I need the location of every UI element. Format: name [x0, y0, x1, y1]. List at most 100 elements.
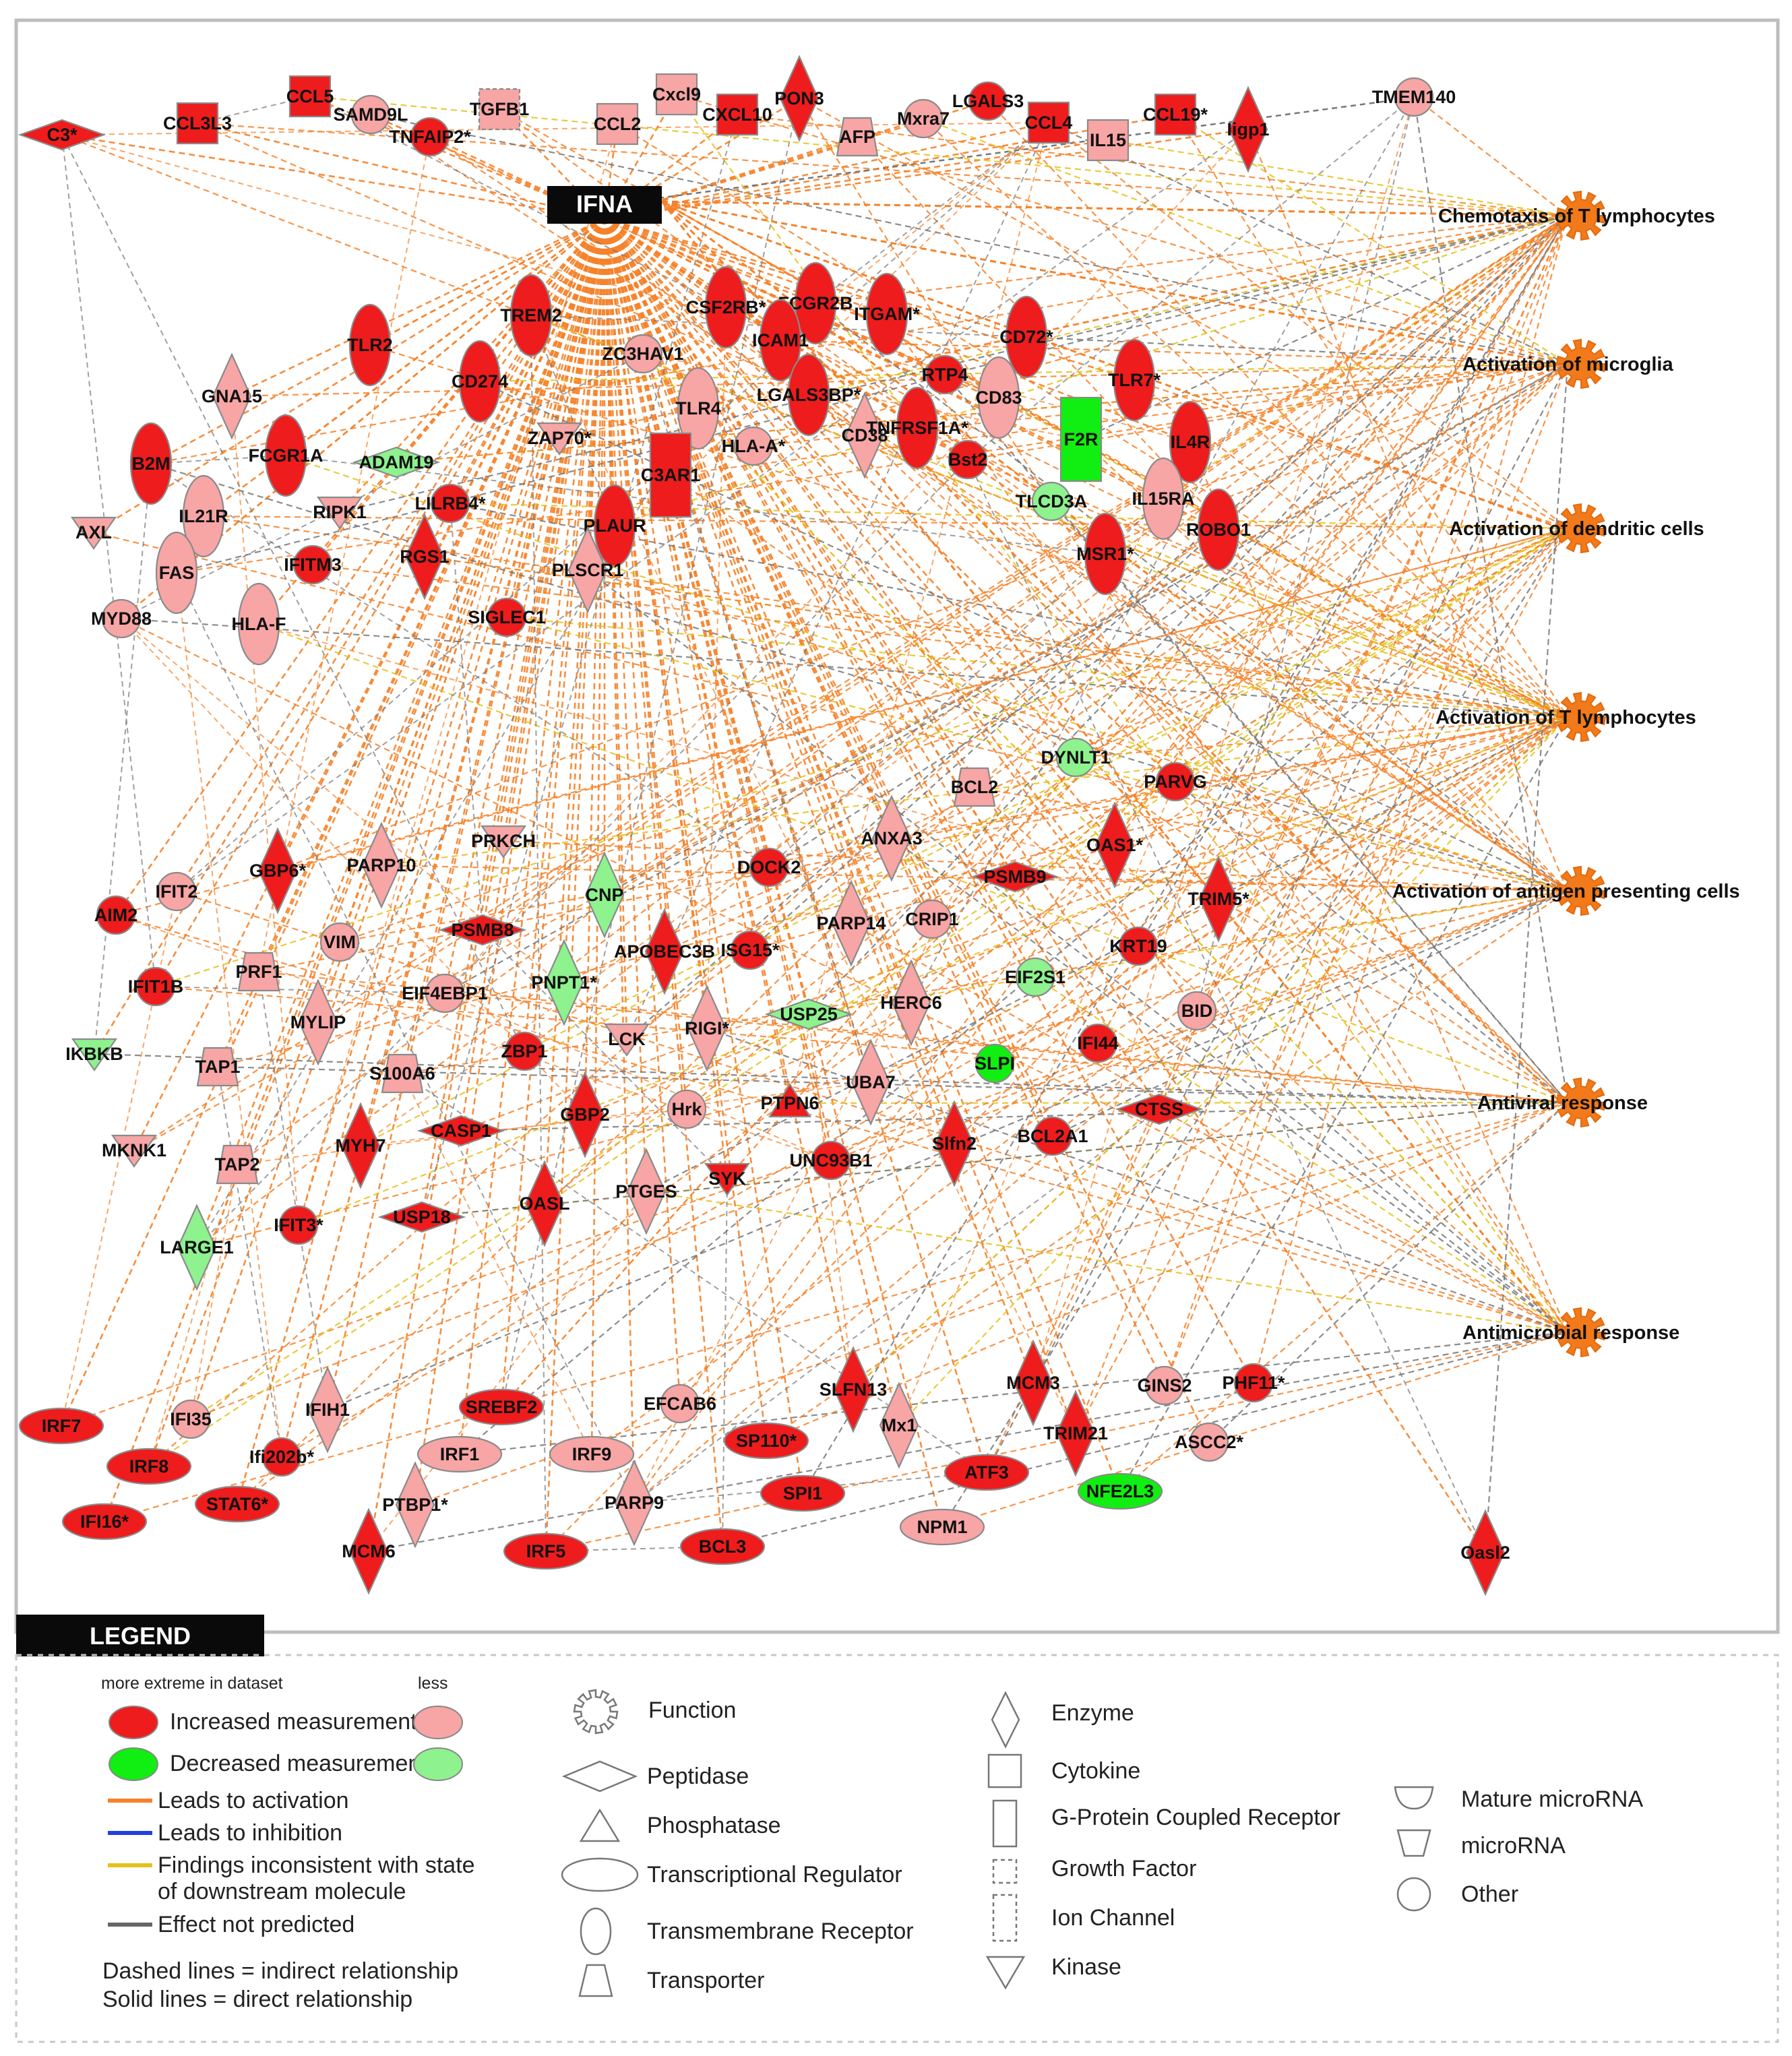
- node-tnfaip2[interactable]: TNFAIP2*: [389, 117, 471, 157]
- node-tnfrsf1a[interactable]: TNFRSF1A*: [866, 386, 968, 470]
- node-large1[interactable]: LARGE1: [160, 1204, 234, 1291]
- node-irf8[interactable]: IRF8: [106, 1447, 192, 1485]
- node-uba7[interactable]: UBA7: [846, 1038, 896, 1126]
- node-oasl[interactable]: OASL: [519, 1160, 570, 1247]
- node-rtp4[interactable]: RTP4: [921, 354, 968, 395]
- node-samd9l[interactable]: SAMD9L: [333, 94, 408, 135]
- node-ccl3l3[interactable]: CCL3L3: [163, 102, 232, 145]
- node-s100a6[interactable]: S100A6: [369, 1053, 435, 1094]
- node-bcl2a1[interactable]: BCL2A1: [1017, 1116, 1088, 1156]
- node-hla-a[interactable]: HLA-A*: [722, 426, 786, 466]
- node-gna15[interactable]: GNA15: [202, 352, 262, 440]
- node-ifit2[interactable]: IFIT2: [155, 871, 198, 912]
- node-zap70[interactable]: ZAP70*: [528, 422, 592, 456]
- node-il21r[interactable]: IL21R: [179, 474, 228, 558]
- node-mx1[interactable]: Mx1: [879, 1381, 919, 1469]
- node-oas1[interactable]: OAS1*: [1086, 801, 1144, 889]
- node-ccl2[interactable]: CCL2: [594, 102, 642, 146]
- node-siglec1[interactable]: SIGLEC1: [468, 597, 546, 637]
- node-tap1[interactable]: TAP1: [195, 1047, 241, 1087]
- node-lck[interactable]: LCK: [603, 1023, 650, 1057]
- node-zc3hav1[interactable]: ZC3HAV1: [602, 334, 684, 374]
- node-rigi[interactable]: RIGI*: [685, 985, 730, 1072]
- node-msr1[interactable]: MSR1*: [1076, 512, 1134, 596]
- node-hla-f[interactable]: HLA-F: [232, 582, 286, 666]
- node-robo1[interactable]: ROBO1: [1186, 488, 1251, 571]
- node-usp18[interactable]: USP18: [377, 1201, 466, 1233]
- node-apobec3b[interactable]: APOBEC3B: [614, 908, 715, 995]
- node-ifitm3[interactable]: IFITM3: [284, 544, 342, 585]
- node-f2r[interactable]: F2R: [1059, 396, 1103, 482]
- node-ctss[interactable]: CTSS: [1115, 1093, 1204, 1125]
- node-cd38[interactable]: CD38: [841, 392, 888, 479]
- node-zbp1[interactable]: ZBP1: [501, 1031, 548, 1071]
- node-csf2rb[interactable]: CSF2RB*: [686, 266, 766, 349]
- node-ifit3[interactable]: IFIT3*: [274, 1205, 323, 1245]
- node-lgals3bp[interactable]: LGALS3BP*: [757, 353, 861, 437]
- node-parvg[interactable]: PARVG: [1144, 761, 1207, 802]
- node-ifi35[interactable]: IFI35: [170, 1399, 212, 1439]
- node-mylip[interactable]: MYLIP: [290, 978, 346, 1066]
- node-fas[interactable]: FAS: [155, 531, 198, 615]
- node-hrk[interactable]: Hrk: [667, 1089, 707, 1129]
- node-afp[interactable]: AFP: [836, 117, 879, 157]
- node-casp1[interactable]: CASP1: [416, 1115, 505, 1147]
- node-prkch[interactable]: PRKCH: [471, 825, 536, 859]
- function-f1[interactable]: Chemotaxis of T lymphocytes: [1438, 190, 1715, 241]
- node-usp25[interactable]: USP25: [764, 998, 853, 1030]
- node-herc6[interactable]: HERC6: [880, 959, 942, 1047]
- node-atf3[interactable]: ATF3: [944, 1454, 1030, 1491]
- node-psmb8[interactable]: PSMB8: [438, 914, 527, 946]
- node-lilrb4[interactable]: LILRB4*: [414, 483, 486, 524]
- node-pon3[interactable]: PON3: [774, 55, 824, 142]
- node-eif2s1[interactable]: EIF2S1: [1005, 957, 1065, 997]
- node-ifi16[interactable]: IFI16*: [61, 1503, 148, 1540]
- node-icam1[interactable]: ICAM1: [752, 299, 809, 382]
- node-sp110[interactable]: SP110*: [723, 1422, 809, 1460]
- node-lgals3[interactable]: LGALS3: [952, 81, 1024, 121]
- node-bst2[interactable]: Bst2: [948, 439, 988, 480]
- function-f5[interactable]: Activation of antigen presenting cells: [1392, 865, 1740, 916]
- node-iigp1[interactable]: Iigp1: [1227, 86, 1270, 173]
- node-b2m[interactable]: B2M: [129, 422, 173, 505]
- node-gbp6[interactable]: GBP6*: [249, 827, 307, 914]
- node-tgfb1[interactable]: TGFB1: [470, 88, 530, 131]
- node-cd72[interactable]: CD72*: [999, 295, 1053, 379]
- node-irf9[interactable]: IRF9: [549, 1435, 635, 1473]
- node-dynlt1[interactable]: DYNLT1: [1041, 737, 1111, 778]
- function-f7[interactable]: Antimicrobial response: [1462, 1307, 1679, 1358]
- node-slfn13[interactable]: SLFN13: [820, 1346, 888, 1433]
- node-crip1[interactable]: CRIP1: [905, 899, 959, 939]
- node-trim21[interactable]: TRIM21: [1043, 1390, 1108, 1477]
- node-eif4ebp1[interactable]: EIF4EBP1: [402, 973, 488, 1014]
- node-irf5[interactable]: IRF5: [503, 1532, 589, 1570]
- node-irf7[interactable]: IRF7: [18, 1407, 104, 1445]
- node-c3[interactable]: C3*: [18, 119, 106, 151]
- node-krt19[interactable]: KRT19: [1109, 926, 1167, 966]
- function-f2[interactable]: Activation of microglia: [1462, 338, 1673, 390]
- node-rgs1[interactable]: RGS1: [400, 513, 450, 600]
- node-ifit1b[interactable]: IFIT1B: [128, 966, 184, 1007]
- node-phf11[interactable]: PHF11*: [1222, 1363, 1285, 1403]
- node-slfn2[interactable]: Slfn2: [932, 1100, 977, 1187]
- node-tlr4[interactable]: TLR4: [675, 367, 721, 450]
- node-il4r[interactable]: IL4R: [1169, 400, 1212, 484]
- node-slpi[interactable]: SLPI: [975, 1043, 1015, 1084]
- node-il15ra[interactable]: IL15RA: [1132, 457, 1195, 540]
- node-parp9[interactable]: PARP9: [605, 1459, 664, 1547]
- node-ripk1[interactable]: RIPK1: [313, 496, 367, 530]
- node-ikbkb[interactable]: IKBKB: [65, 1038, 123, 1071]
- node-mcm3[interactable]: MCM3: [1006, 1339, 1060, 1427]
- function-f4[interactable]: Activation of T lymphocytes: [1435, 691, 1696, 743]
- node-ifih1[interactable]: IFIH1: [305, 1366, 350, 1454]
- node-stat6[interactable]: STAT6*: [194, 1485, 280, 1523]
- function-f3[interactable]: Activation of dendritic cells: [1449, 503, 1704, 554]
- node-srebf2[interactable]: SREBF2: [458, 1388, 545, 1426]
- node-isg15[interactable]: ISG15*: [720, 930, 780, 970]
- node-cnp[interactable]: CNP: [584, 851, 625, 939]
- node-ifi202b[interactable]: Ifi202b*: [249, 1437, 315, 1477]
- node-prf1[interactable]: PRF1: [235, 952, 282, 992]
- node-trim5[interactable]: TRIM5*: [1187, 855, 1249, 943]
- node-fcgr1a[interactable]: FCGR1A: [248, 414, 323, 497]
- node-trem2[interactable]: TREM2: [500, 274, 562, 357]
